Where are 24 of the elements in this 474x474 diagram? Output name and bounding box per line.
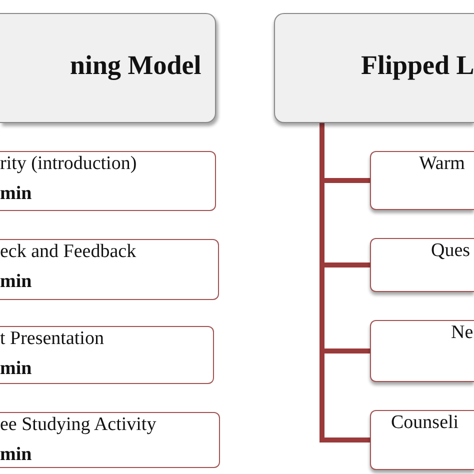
- step-box: [370, 238, 474, 292]
- step-label: eck and Feedback: [0, 241, 136, 263]
- step-box: [0, 326, 214, 384]
- step-box: [0, 412, 220, 468]
- step-box: [0, 239, 219, 300]
- step-label: Ne: [451, 322, 474, 344]
- step-label: ee Studying Activity: [0, 414, 156, 436]
- step-box: [370, 151, 474, 210]
- step-label: Ques: [431, 240, 470, 262]
- step-box: [370, 320, 474, 382]
- step-box: [0, 151, 216, 211]
- step-label: rity (introduction): [0, 153, 137, 175]
- duration-text: min: [0, 444, 32, 466]
- heading-text: ning Model: [70, 50, 202, 81]
- step-label: Counseli: [391, 412, 459, 434]
- heading-box: [0, 13, 216, 123]
- duration-text: min: [0, 271, 32, 293]
- heading-text: Flipped L: [361, 50, 474, 81]
- duration-text: min: [0, 183, 32, 205]
- duration-text: min: [0, 358, 32, 380]
- heading-box: [274, 13, 474, 123]
- step-box: [370, 410, 474, 470]
- step-label: t Presentation: [0, 328, 104, 350]
- step-label: Warm: [419, 153, 465, 175]
